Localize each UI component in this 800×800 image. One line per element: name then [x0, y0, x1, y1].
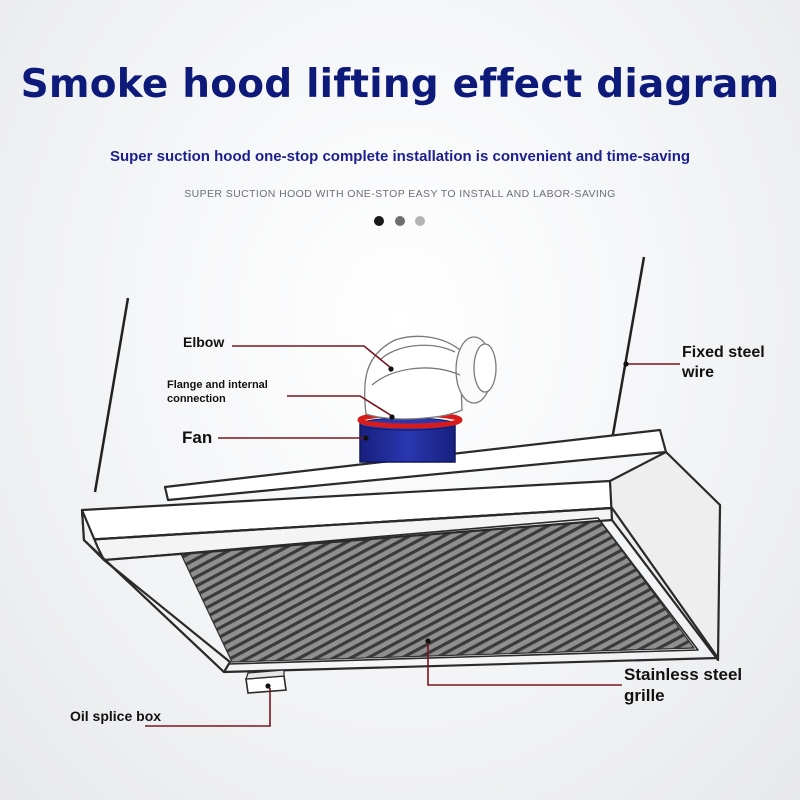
marker-fan	[363, 435, 369, 441]
page-subtitle: Super suction hood one-stop complete ins…	[109, 148, 691, 165]
elbow-duct	[363, 335, 497, 420]
label-fan: Fan	[182, 428, 213, 447]
label-flange-connection: Flange and internal connection	[167, 379, 268, 405]
label-stainless-steel-grille: Stainless steel grille	[624, 665, 743, 705]
steel-wire-right	[610, 256, 646, 441]
marker-flange	[389, 414, 395, 420]
leader-grille	[427, 640, 622, 686]
pager-dot-2[interactable]	[395, 216, 405, 226]
pager-dot-3[interactable]	[415, 216, 425, 226]
page-title: Smoke hood lifting effect diagram	[20, 62, 780, 107]
marker-grille	[425, 638, 431, 644]
marker-elbow	[388, 366, 394, 372]
oil-splice-box	[245, 669, 287, 694]
pager-dot-1[interactable]	[374, 216, 384, 226]
leader-elbow	[232, 345, 392, 369]
leader-lines	[145, 345, 680, 727]
marker-wire	[623, 361, 629, 367]
label-oil-splice-box: Oil splice box	[70, 708, 162, 724]
steel-wire-left	[93, 297, 130, 493]
label-elbow: Elbow	[183, 334, 225, 350]
marker-oil	[265, 683, 271, 689]
leader-oil	[145, 688, 271, 727]
leader-flange	[287, 395, 393, 417]
hood-body	[80, 428, 722, 674]
label-fixed-steel-wire: Fixed steel wire	[682, 344, 765, 381]
page-subtitle-english: SUPER SUCTION HOOD WITH ONE-STOP EASY TO…	[184, 188, 616, 200]
